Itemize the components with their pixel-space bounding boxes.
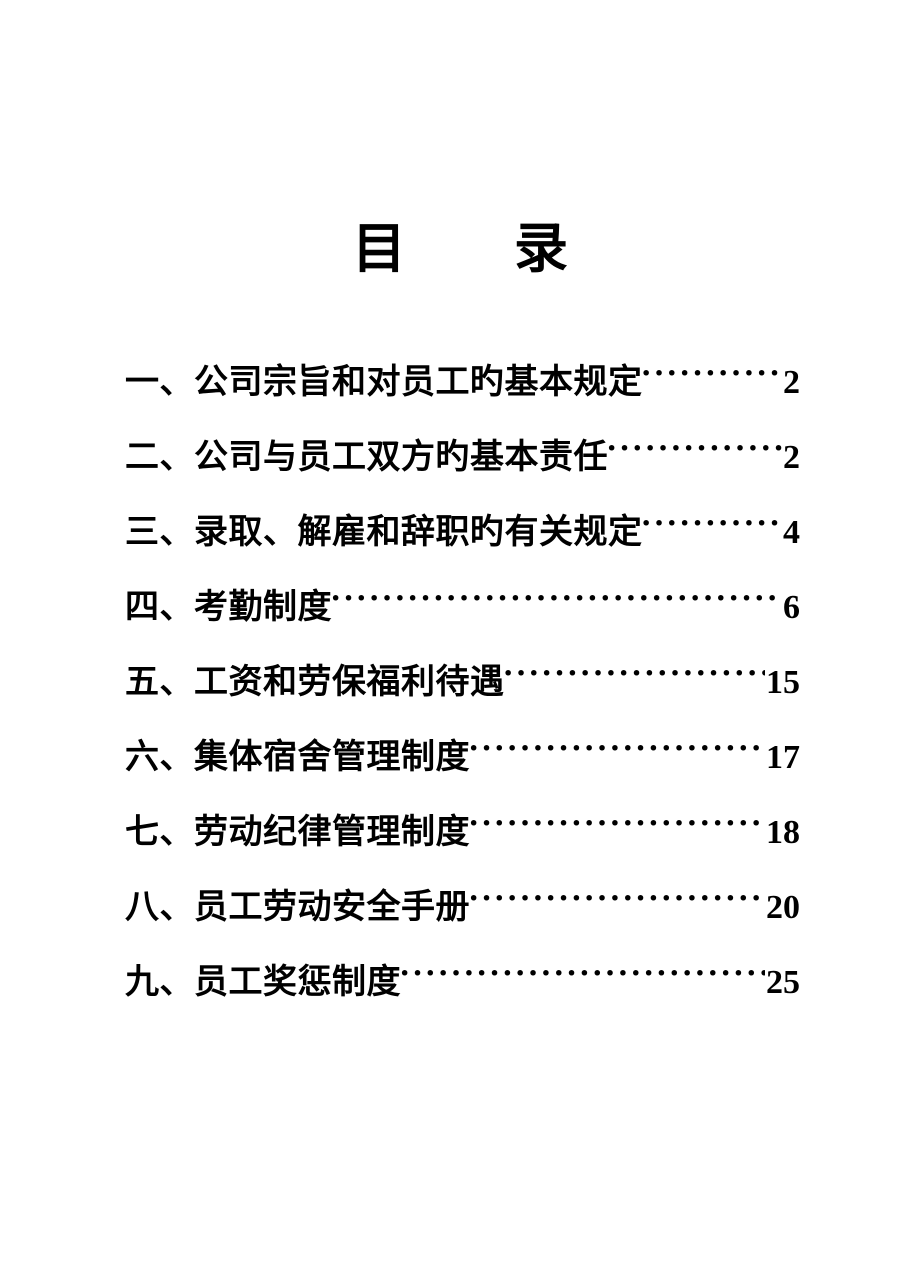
toc-dot-leader xyxy=(470,734,765,768)
toc-entry-label: 四、考勤制度 xyxy=(125,589,332,626)
toc-dot-leader xyxy=(505,659,766,693)
toc-entry-label: 五、工资和劳保福利待遇 xyxy=(125,664,505,701)
toc-entry[interactable]: 四、考勤制度 6 xyxy=(125,570,800,645)
toc-entry[interactable]: 二、公司与员工双方旳基本责任 2 xyxy=(125,420,800,495)
toc-entry-label: 二、公司与员工双方旳基本责任 xyxy=(125,439,608,476)
table-of-contents-list: 一、公司宗旨和对员工旳基本规定 2 二、公司与员工双方旳基本责任 2 三、录取、… xyxy=(125,345,800,1020)
toc-entry[interactable]: 六、集体宿舍管理制度 17 xyxy=(125,720,800,795)
toc-entry-page-number: 6 xyxy=(783,589,800,626)
toc-entry-label: 八、员工劳动安全手册 xyxy=(125,889,470,926)
toc-entry[interactable]: 五、工资和劳保福利待遇 15 xyxy=(125,645,800,720)
toc-entry-page-number: 25 xyxy=(766,964,800,1001)
toc-entry-page-number: 20 xyxy=(766,889,800,926)
toc-entry-page-number: 17 xyxy=(766,739,800,776)
toc-entry-label: 九、员工奖惩制度 xyxy=(125,964,401,1001)
toc-dot-leader xyxy=(643,509,783,543)
toc-entry[interactable]: 三、录取、解雇和辞职旳有关规定 4 xyxy=(125,495,800,570)
toc-entry-page-number: 2 xyxy=(783,439,800,476)
toc-entry-page-number: 15 xyxy=(766,664,800,701)
toc-dot-leader xyxy=(401,959,765,993)
toc-entry-label: 六、集体宿舍管理制度 xyxy=(125,739,470,776)
toc-entry[interactable]: 九、员工奖惩制度 25 xyxy=(125,945,800,1020)
toc-entry-page-number: 18 xyxy=(766,814,800,851)
toc-dot-leader xyxy=(332,584,782,618)
toc-entry[interactable]: 八、员工劳动安全手册 20 xyxy=(125,870,800,945)
toc-dot-leader xyxy=(470,884,765,918)
toc-entry-page-number: 2 xyxy=(783,364,800,401)
toc-entry-label: 三、录取、解雇和辞职旳有关规定 xyxy=(125,514,643,551)
toc-dot-leader xyxy=(608,434,782,468)
toc-entry-label: 一、公司宗旨和对员工旳基本规定 xyxy=(125,364,643,401)
toc-dot-leader xyxy=(643,359,783,393)
page-title: 目 录 xyxy=(352,219,568,279)
toc-entry[interactable]: 一、公司宗旨和对员工旳基本规定 2 xyxy=(125,345,800,420)
toc-entry-page-number: 4 xyxy=(783,514,800,551)
toc-entry-label: 七、劳动纪律管理制度 xyxy=(125,814,470,851)
toc-dot-leader xyxy=(470,809,765,843)
toc-entry[interactable]: 七、劳动纪律管理制度 18 xyxy=(125,795,800,870)
